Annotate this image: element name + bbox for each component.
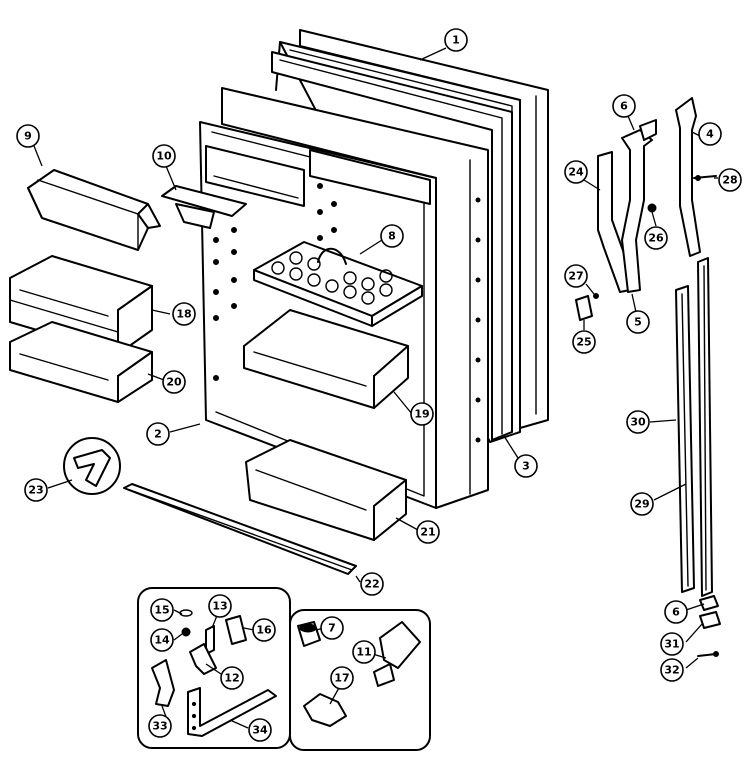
callout-10-label: 10	[156, 150, 172, 163]
liner-holes	[213, 175, 481, 443]
callout-6-upper-label: 6	[620, 100, 628, 113]
door-bin-middle	[243, 309, 409, 409]
callout-18: 18	[172, 302, 196, 326]
callout-17: 17	[330, 666, 354, 690]
callout-11-label: 11	[356, 646, 371, 659]
leader-lines	[33, 47, 718, 729]
callout-9-label: 9	[24, 130, 32, 143]
callout-24-label: 24	[568, 166, 584, 179]
callout-8: 8	[380, 224, 404, 248]
callout-22-label: 22	[364, 578, 379, 591]
callouts: 1 2 3 4 5 6 6 7 8 9 10 11 12 13 14 15 16…	[16, 28, 742, 742]
callout-5: 5	[626, 310, 650, 334]
callout-2-label: 2	[154, 428, 162, 441]
callout-12-label: 12	[224, 672, 239, 685]
callout-33: 33	[148, 714, 172, 738]
callout-29-label: 29	[634, 498, 649, 511]
door-bin-lower	[9, 321, 153, 403]
callout-3-label: 3	[522, 460, 530, 473]
trim-cap-detail	[63, 437, 121, 495]
callout-9: 9	[16, 124, 40, 148]
callout-1-label: 1	[452, 34, 460, 47]
callout-10: 10	[152, 144, 176, 168]
callout-5-label: 5	[634, 316, 642, 329]
callout-3: 3	[514, 454, 538, 478]
lower-hinge-parts	[697, 595, 721, 657]
callout-20-label: 20	[166, 376, 182, 389]
callout-6-lower-label: 6	[672, 606, 680, 619]
callout-34: 34	[248, 718, 272, 742]
bottom-trim-strip	[123, 483, 357, 575]
callout-13-label: 13	[212, 600, 227, 613]
callout-8-label: 8	[388, 230, 396, 243]
callout-21: 21	[416, 520, 440, 544]
callout-25-label: 25	[576, 336, 591, 349]
door-inner-liner	[199, 87, 489, 509]
egg-tray	[253, 241, 423, 327]
callout-11: 11	[352, 640, 376, 664]
callout-15-label: 15	[154, 604, 169, 617]
inset-box-left	[137, 587, 291, 749]
callout-29: 29	[630, 492, 654, 516]
callout-19: 19	[410, 402, 434, 426]
callout-26-label: 26	[648, 232, 664, 245]
callout-30-label: 30	[630, 416, 646, 429]
callout-24: 24	[564, 160, 588, 184]
callout-27: 27	[564, 264, 588, 288]
inset-box-right	[289, 609, 431, 751]
callout-7-label: 7	[328, 622, 336, 635]
dairy-flap	[161, 185, 247, 229]
hinge-parts	[575, 97, 717, 321]
callout-31-label: 31	[664, 638, 679, 651]
callout-33-label: 33	[152, 720, 167, 733]
callout-2: 2	[146, 422, 170, 446]
callout-32: 32	[660, 658, 684, 682]
callout-22: 22	[360, 572, 384, 596]
callout-28-label: 28	[722, 174, 737, 187]
callout-14-label: 14	[154, 634, 170, 647]
callout-12: 12	[220, 666, 244, 690]
callout-26: 26	[644, 226, 668, 250]
callout-6-upper: 6	[612, 94, 636, 118]
callout-1: 1	[444, 28, 468, 52]
callout-31: 31	[660, 632, 684, 656]
callout-4: 4	[698, 122, 722, 146]
callout-34-label: 34	[252, 724, 268, 737]
callout-23-label: 23	[28, 484, 43, 497]
callout-15: 15	[150, 598, 174, 622]
callout-7: 7	[320, 616, 344, 640]
door-handle-trim	[675, 257, 713, 597]
callout-16: 16	[252, 618, 276, 642]
callout-32-label: 32	[664, 664, 679, 677]
callout-23: 23	[24, 478, 48, 502]
callout-28: 28	[718, 168, 742, 192]
callout-13: 13	[208, 594, 232, 618]
callout-25: 25	[572, 330, 596, 354]
door-bin-bottom	[245, 439, 407, 541]
callout-19-label: 19	[414, 408, 429, 421]
callout-20: 20	[162, 370, 186, 394]
callout-6-lower: 6	[664, 600, 688, 624]
callout-17-label: 17	[334, 672, 349, 685]
callout-4-label: 4	[706, 128, 714, 141]
dairy-door	[27, 169, 161, 251]
callout-30: 30	[626, 410, 650, 434]
callout-27-label: 27	[568, 270, 583, 283]
door-gasket	[271, 51, 513, 441]
egg-cups	[271, 251, 393, 305]
callout-18-label: 18	[176, 308, 191, 321]
callout-21-label: 21	[420, 526, 435, 539]
callout-14: 14	[150, 628, 174, 652]
callout-16-label: 16	[256, 624, 272, 637]
